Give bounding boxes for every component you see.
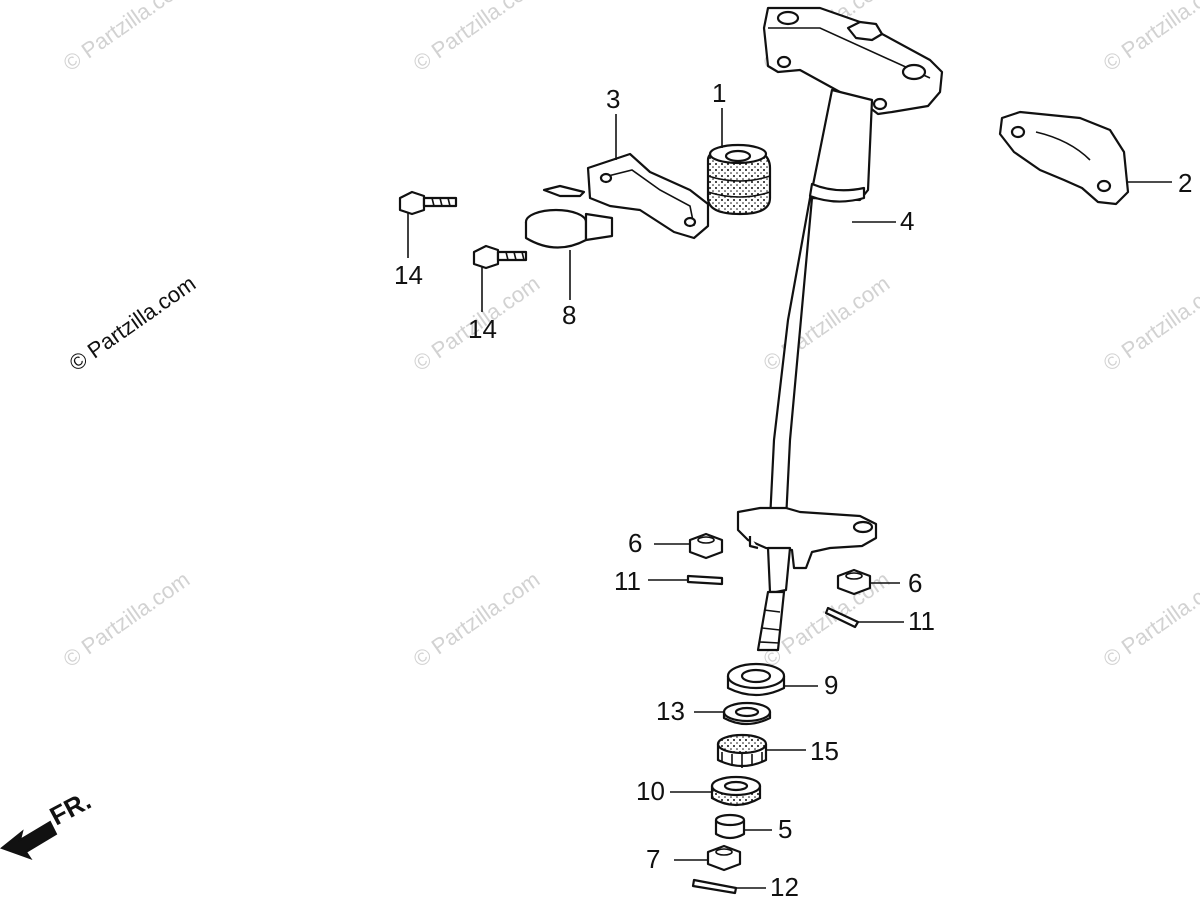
arrow-icon <box>0 820 58 860</box>
cotter-pin-part <box>824 606 860 629</box>
watermark: © Partzilla.com <box>1099 0 1200 76</box>
watermark: © Partzilla.com <box>409 567 545 673</box>
bushing-part <box>706 143 772 216</box>
cotter-pin-part <box>691 878 738 895</box>
race-part <box>716 733 768 768</box>
watermark: © Partzilla.com <box>59 0 195 76</box>
nut-part <box>836 568 872 596</box>
nut-part <box>688 532 724 560</box>
watermark: © Partzilla.com <box>759 271 895 377</box>
callout-14: 14 <box>468 314 497 344</box>
watermark-dark: © Partzilla.com <box>65 271 201 377</box>
callout-13: 13 <box>656 696 685 726</box>
watermark: © Partzilla.com <box>1099 567 1200 673</box>
callout-8: 8 <box>562 300 576 330</box>
collar-part <box>714 813 746 840</box>
callout-5: 5 <box>778 814 792 844</box>
callout-14: 14 <box>394 260 423 290</box>
callout-12: 12 <box>770 872 799 898</box>
callout-15: 15 <box>810 736 839 766</box>
callout-4: 4 <box>900 206 914 236</box>
direction-label: FR. <box>45 785 96 831</box>
dust-seal-part <box>710 775 762 807</box>
watermark: © Partzilla.com <box>59 567 195 673</box>
holder-part <box>542 152 710 240</box>
bearing-part <box>726 662 786 697</box>
callout-labels: 1 2 3 4 5 6 6 7 8 9 10 11 11 12 13 14 14… <box>394 78 1192 898</box>
clamp-part <box>524 208 614 249</box>
callout-9: 9 <box>824 670 838 700</box>
steering-shaft-part <box>736 6 944 652</box>
callout-1: 1 <box>712 78 726 108</box>
front-direction-arrow: FR. <box>0 785 96 860</box>
callout-7: 7 <box>646 844 660 874</box>
callout-10: 10 <box>636 776 665 806</box>
seal-part <box>722 701 772 726</box>
callout-6: 6 <box>628 528 642 558</box>
cap-part <box>998 110 1130 206</box>
callout-3: 3 <box>606 84 620 114</box>
callout-11: 11 <box>614 566 641 596</box>
watermark: © Partzilla.com <box>409 0 545 76</box>
cotter-pin-part <box>686 574 724 586</box>
leader-lines <box>407 108 1172 889</box>
callout-11: 11 <box>908 606 935 636</box>
callout-6: 6 <box>908 568 922 598</box>
nut-part <box>706 844 742 872</box>
bolt-part <box>398 190 458 216</box>
callout-2: 2 <box>1178 168 1192 198</box>
watermark: © Partzilla.com <box>1099 271 1200 377</box>
bolt-part <box>472 244 528 270</box>
